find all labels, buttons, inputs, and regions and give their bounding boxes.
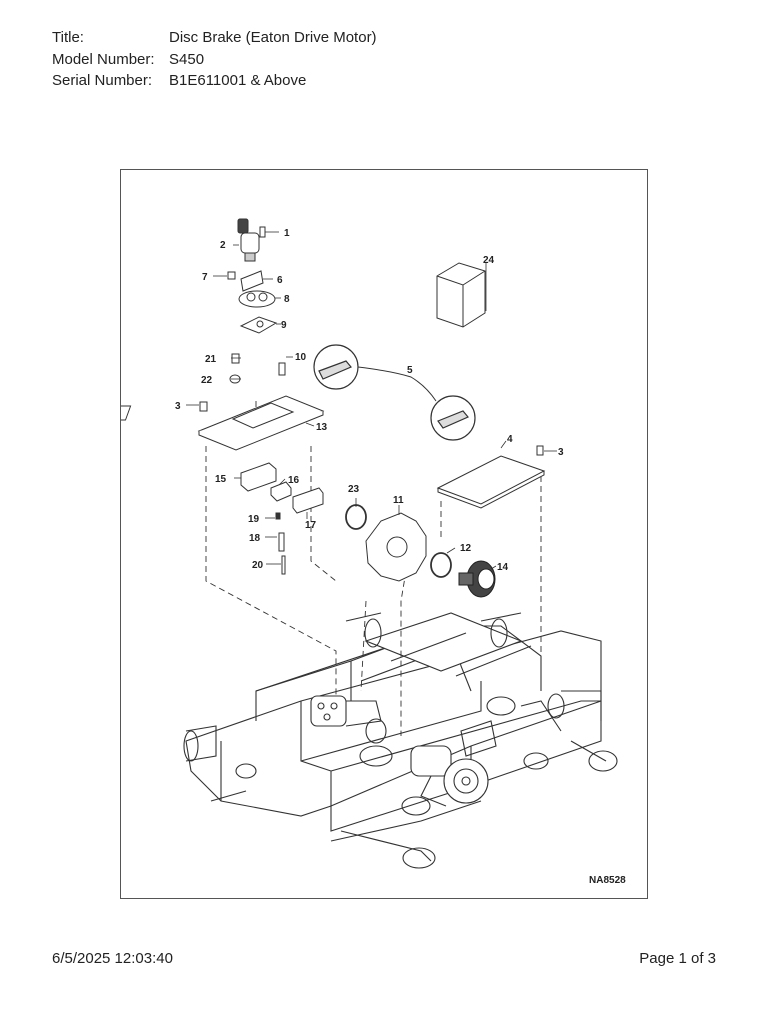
cover-plate-drawing	[121, 395, 325, 451]
brake-disc-drawing	[365, 512, 427, 582]
spline-gear-drawing	[458, 560, 496, 598]
grease-tube-magnifier	[313, 344, 476, 441]
serial-value: B1E611001 & Above	[169, 72, 307, 89]
callout-8: 8	[284, 294, 290, 305]
callout-15: 15	[215, 474, 227, 485]
assembly-lines	[205, 401, 542, 736]
box-24-drawing	[436, 262, 486, 328]
callout-17: 17	[305, 520, 317, 531]
model-value: S450	[169, 50, 205, 68]
model-row: Model Number: S450	[52, 49, 377, 71]
switch-assembly-drawing	[237, 218, 278, 334]
callout-1: 1	[284, 228, 290, 239]
callout-6: 6	[277, 275, 283, 286]
callout-3-left: 3	[175, 401, 181, 412]
brake-pads-drawing	[240, 462, 324, 514]
bolt-drawings	[199, 226, 544, 575]
chassis-frame-drawing	[183, 612, 618, 869]
callout-23: 23	[348, 484, 360, 495]
callout-11: 11	[393, 495, 404, 506]
callout-22: 22	[201, 375, 213, 386]
callout-7: 7	[202, 272, 208, 283]
callout-3-right: 3	[558, 447, 564, 458]
figure-code: NA8528	[589, 875, 626, 886]
callout-12: 12	[460, 543, 472, 554]
title-row: Title: Disc Brake (Eaton Drive Motor)	[52, 27, 377, 49]
title-value: Disc Brake (Eaton Drive Motor)	[169, 29, 377, 46]
callout-24: 24	[483, 255, 495, 266]
callout-20: 20	[252, 560, 264, 571]
callout-9: 9	[281, 320, 287, 331]
print-timestamp: 6/5/2025 12:03:40	[52, 950, 173, 967]
callout-4: 4	[507, 434, 513, 445]
callout-16: 16	[288, 475, 300, 486]
callout-leaders	[186, 231, 557, 570]
callout-2: 2	[220, 240, 226, 251]
cover-4-drawing	[436, 455, 546, 509]
callout-5: 5	[407, 365, 413, 376]
callout-13: 13	[316, 422, 328, 433]
callout-21: 21	[205, 354, 217, 365]
parts-diagram-frame: 1 2 3 3 4 5 6 7 8 9 10 11 12 13 14 15 16…	[120, 169, 648, 899]
callout-10: 10	[295, 352, 307, 363]
callout-14: 14	[497, 562, 509, 573]
document-header: Title: Disc Brake (Eaton Drive Motor) Mo…	[52, 27, 377, 92]
serial-row: Serial Number: B1E611001 & Above	[52, 70, 377, 92]
model-label: Model Number:	[52, 50, 155, 68]
callout-19: 19	[248, 514, 260, 525]
callout-18: 18	[249, 533, 261, 544]
exploded-parts-diagram: 1 2 3 3 4 5 6 7 8 9 10 11 12 13 14 15 16…	[121, 218, 626, 886]
page-indicator: Page 1 of 3	[639, 950, 716, 967]
serial-label: Serial Number:	[52, 72, 153, 89]
title-label: Title:	[52, 29, 84, 46]
